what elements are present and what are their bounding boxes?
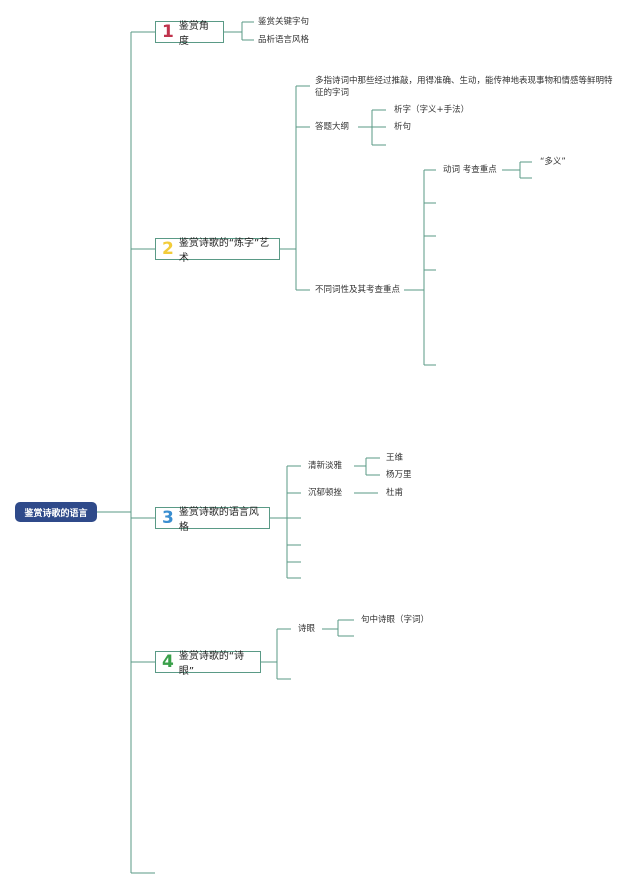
node-style-deep[interactable]: 沉郁顿挫: [308, 488, 343, 498]
section-1-node[interactable]: 1 鉴赏角度: [155, 21, 224, 47]
node-outline[interactable]: 答题大纲: [315, 122, 350, 132]
node-poem-eye[interactable]: 诗眼: [298, 624, 316, 634]
section-3-node[interactable]: 3 鉴赏诗歌的语言风格: [155, 507, 270, 533]
node-poet-dufu[interactable]: 杜甫: [386, 488, 404, 498]
node-analyze-sentence[interactable]: 析句: [394, 122, 412, 132]
section-label-1: 鉴赏角度: [178, 21, 209, 47]
node-key-sentences[interactable]: 鉴赏关键字句: [258, 17, 310, 27]
node-analyze-word[interactable]: 析字（字义+手法）: [394, 105, 470, 115]
section-4-node[interactable]: 4 鉴赏诗歌的“诗眼”: [155, 651, 261, 677]
node-poem-eye-child[interactable]: 句中诗眼（字词）: [361, 615, 430, 625]
section-number-2: 2: [162, 239, 174, 259]
section-2-node[interactable]: 2 鉴赏诗歌的“炼字”艺术: [155, 238, 280, 264]
node-verb[interactable]: 动词 考查重点: [443, 165, 497, 175]
section-label-2: 鉴赏诗歌的“炼字”艺术: [178, 238, 270, 264]
section-number-1: 1: [162, 22, 174, 42]
root-node[interactable]: 鉴赏诗歌的语言: [15, 502, 97, 522]
section-number-4: 4: [162, 652, 174, 672]
node-word-types[interactable]: 不同词性及其考查重点: [315, 285, 401, 295]
section-label-3: 鉴赏诗歌的语言风格: [178, 507, 259, 533]
node-definition[interactable]: 多指诗词中那些经过推敲，用得准确、生动，能传神地表现事物和情感等鲜明特征的字词: [315, 76, 613, 98]
section-number-3: 3: [162, 508, 174, 528]
node-language-style[interactable]: 品析语言风格: [258, 35, 310, 45]
node-poet-yangwanli[interactable]: 杨万里: [386, 470, 412, 480]
section-label-4: 鉴赏诗歌的“诗眼”: [178, 651, 245, 677]
node-style-fresh[interactable]: 清新淡雅: [308, 461, 343, 471]
node-poet-wangwei[interactable]: 王维: [386, 453, 404, 463]
node-verb-point[interactable]: “多义”: [540, 157, 566, 167]
